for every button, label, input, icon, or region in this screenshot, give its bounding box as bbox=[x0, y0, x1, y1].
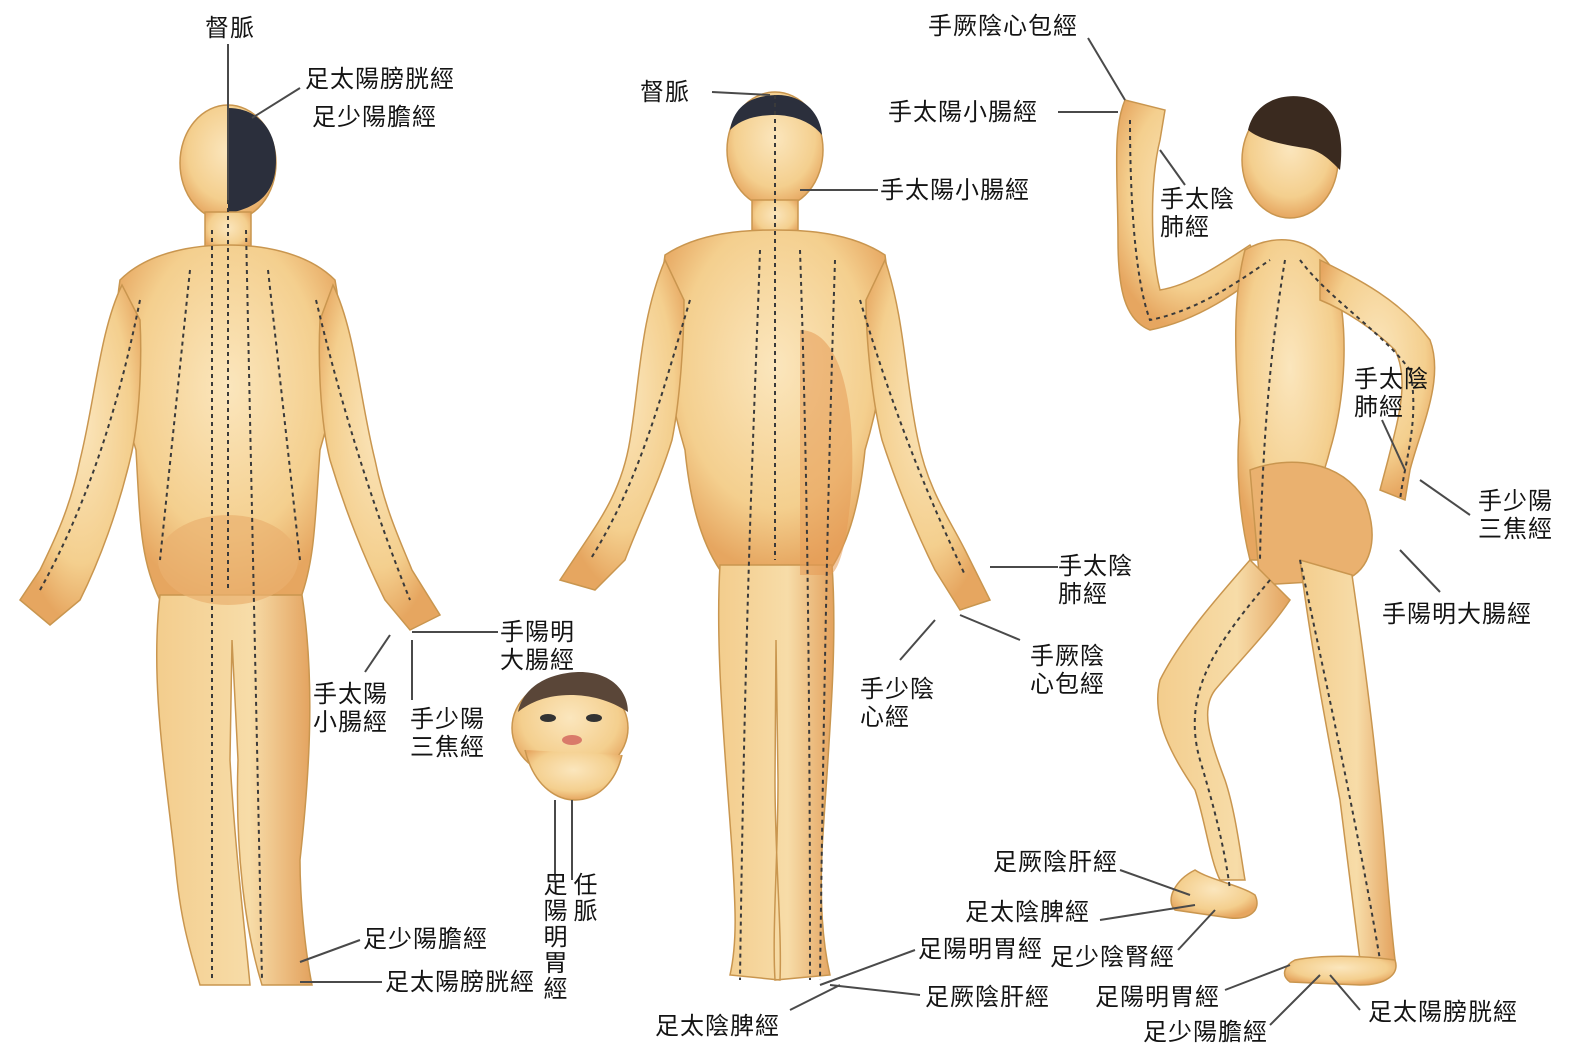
label-line: 手厥陰 bbox=[1030, 642, 1105, 670]
label-face-conception-vessel: 任脈 bbox=[568, 872, 598, 924]
label-line: 手陽明 bbox=[500, 618, 575, 646]
label-side-spleen-meridian: 足太陰脾經 bbox=[965, 898, 1090, 926]
label-front-heart-meridian: 手少陰 心經 bbox=[860, 675, 935, 731]
label-front-governor-vessel: 督脈 bbox=[640, 78, 690, 106]
label-front-small-intestine-meridian: 手太陽小腸經 bbox=[880, 176, 1030, 204]
label-back-bladder-meridian-foot: 足太陽膀胱經 bbox=[385, 968, 535, 996]
label-line: 肺經 bbox=[1160, 213, 1235, 241]
label-line: 三焦經 bbox=[410, 733, 485, 761]
back-right-arm bbox=[319, 285, 440, 630]
back-hair bbox=[228, 108, 276, 212]
side-raised-leg bbox=[1158, 560, 1290, 880]
front-right-arm bbox=[866, 260, 990, 610]
label-line: 三焦經 bbox=[1478, 515, 1553, 543]
label-side-small-intestine-meridian-top: 手太陽小腸經 bbox=[888, 98, 1038, 126]
label-line: 手太陽 bbox=[313, 680, 388, 708]
front-left-arm bbox=[560, 260, 684, 590]
label-front-pericardium-meridian: 手厥陰 心包經 bbox=[1030, 642, 1105, 698]
label-back-governor-vessel: 督脈 bbox=[205, 14, 255, 42]
side-standing-leg bbox=[1300, 560, 1395, 960]
label-side-lung-meridian-mid: 手太陰 肺經 bbox=[1354, 365, 1429, 421]
label-back-bladder-meridian-top: 足太陽膀胱經 bbox=[305, 65, 455, 93]
face-inset bbox=[512, 672, 628, 800]
label-line: 手太陰 bbox=[1160, 185, 1235, 213]
label-line: 手太陰 bbox=[1354, 365, 1429, 393]
front-legs bbox=[719, 565, 834, 980]
back-figure bbox=[20, 105, 440, 985]
label-side-liver-meridian: 足厥陰肝經 bbox=[993, 848, 1118, 876]
label-front-spleen-meridian-foot: 足太陰脾經 bbox=[655, 1012, 780, 1040]
label-line: 肺經 bbox=[1354, 393, 1429, 421]
face-chin bbox=[525, 750, 622, 800]
label-back-sanjiao-meridian: 手少陽 三焦經 bbox=[410, 705, 485, 761]
label-back-small-intestine-meridian: 手太陽 小腸經 bbox=[313, 680, 388, 736]
label-back-gallbladder-meridian-foot: 足少陽膽經 bbox=[363, 925, 488, 953]
label-front-lung-meridian: 手太陰 肺經 bbox=[1058, 552, 1133, 608]
label-line: 手少陽 bbox=[1478, 487, 1553, 515]
label-side-kidney-meridian: 足少陰腎經 bbox=[1050, 943, 1175, 971]
label-side-bladder-meridian: 足太陽膀胱經 bbox=[1368, 998, 1518, 1026]
label-line: 手少陽 bbox=[410, 705, 485, 733]
label-line: 手太陰 bbox=[1058, 552, 1133, 580]
label-line: 心包經 bbox=[1030, 670, 1105, 698]
back-left-arm bbox=[20, 285, 141, 625]
side-standing-foot bbox=[1285, 956, 1396, 985]
label-side-stomach-meridian: 足陽明胃經 bbox=[1095, 983, 1220, 1011]
label-line: 肺經 bbox=[1058, 580, 1133, 608]
label-side-lung-meridian-top: 手太陰 肺經 bbox=[1160, 185, 1235, 241]
label-face-stomach-meridian: 足陽明胃經 bbox=[538, 872, 568, 1002]
label-side-large-intestine-meridian: 手陽明大腸經 bbox=[1382, 600, 1532, 628]
label-side-gallbladder-meridian: 足少陽膽經 bbox=[1143, 1018, 1268, 1046]
label-line: 大腸經 bbox=[500, 646, 575, 674]
label-side-pericardium-meridian-top: 手厥陰心包經 bbox=[928, 12, 1078, 40]
label-front-stomach-meridian-foot: 足陽明胃經 bbox=[918, 935, 1043, 963]
label-line: 手少陰 bbox=[860, 675, 935, 703]
label-line: 小腸經 bbox=[313, 708, 388, 736]
label-line: 心經 bbox=[860, 703, 935, 731]
label-front-liver-meridian-foot: 足厥陰肝經 bbox=[925, 983, 1050, 1011]
back-legs bbox=[157, 595, 312, 985]
label-side-sanjiao-meridian: 手少陽 三焦經 bbox=[1478, 487, 1553, 543]
label-back-gallbladder-meridian-top: 足少陽膽經 bbox=[312, 103, 437, 131]
label-back-large-intestine-meridian: 手陽明 大腸經 bbox=[500, 618, 575, 674]
